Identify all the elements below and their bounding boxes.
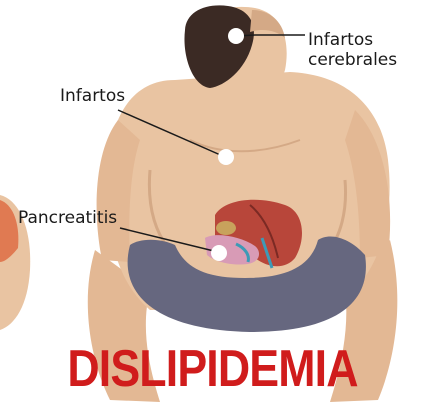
head: [184, 5, 286, 94]
label-pancreatitis: Pancreatitis: [18, 208, 117, 228]
label-infartos-cerebrales: Infartos cerebrales: [308, 30, 397, 70]
label-brain-line2: cerebrales: [308, 50, 397, 70]
page-title: DISLIPIDEMIA: [30, 336, 396, 402]
marker-brain: [228, 28, 244, 44]
marker-pancreas: [211, 245, 227, 261]
marker-heart: [218, 149, 234, 165]
label-infartos: Infartos: [60, 86, 125, 106]
label-brain-line1: Infartos: [308, 30, 397, 50]
